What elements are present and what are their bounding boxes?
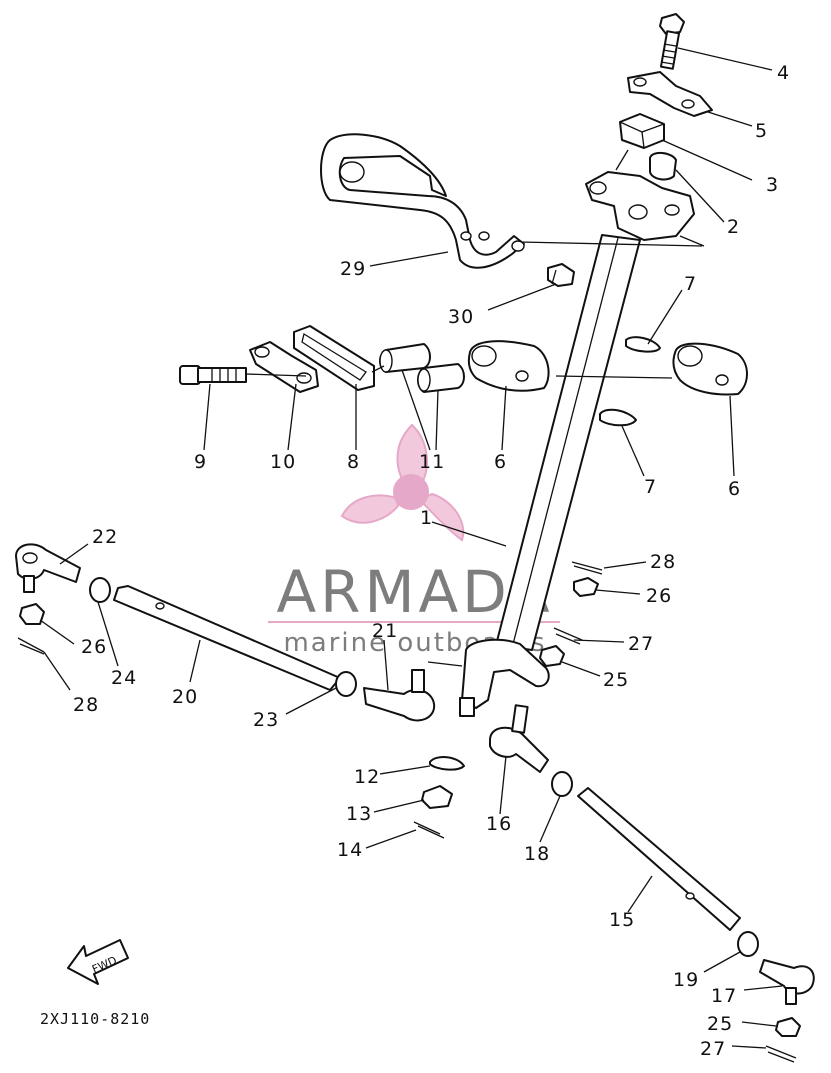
- label-28-right: 28: [650, 551, 676, 573]
- label-2: 2: [727, 216, 740, 238]
- handlebar-holder-assembly: [519, 13, 713, 247]
- upper-holder-3: [619, 113, 665, 149]
- label-14: 14: [337, 839, 363, 861]
- label-24: 24: [111, 667, 137, 689]
- label-21: 21: [372, 620, 398, 642]
- label-18: 18: [524, 843, 550, 865]
- cotter-pin-27-lower: [765, 1045, 797, 1063]
- label-11: 11: [419, 451, 445, 473]
- label-23: 23: [253, 709, 279, 731]
- collar-19: [737, 931, 759, 957]
- bushing-2: [649, 152, 677, 181]
- bolt-30: [547, 263, 575, 287]
- label-12: 12: [354, 766, 380, 788]
- label-1: 1: [420, 507, 433, 529]
- collar-23: [335, 671, 357, 697]
- nut-25-lower: [775, 1017, 801, 1037]
- washer-7-top: [625, 336, 661, 353]
- label-22: 22: [92, 526, 118, 548]
- label-9: 9: [194, 451, 207, 473]
- cotter-pin-28-left: [17, 637, 45, 655]
- label-28-left: 28: [73, 694, 99, 716]
- plate-8: [293, 325, 375, 391]
- nut-26-right: [573, 577, 599, 597]
- nut-13: [421, 785, 453, 809]
- pitman-arm: [461, 638, 550, 709]
- steering-shaft: [495, 234, 641, 651]
- label-13: 13: [346, 803, 372, 825]
- label-27-upper: 27: [628, 633, 654, 655]
- drawing-code: 2XJ110-8210: [40, 1010, 150, 1028]
- collar-18: [551, 771, 573, 797]
- label-7-bottom: 7: [644, 476, 657, 498]
- label-20: 20: [172, 686, 198, 708]
- label-19: 19: [673, 969, 699, 991]
- bolt-4: [659, 13, 685, 70]
- leader-lines: [39, 47, 783, 1049]
- label-25-lower: 25: [707, 1013, 733, 1035]
- collars-11: [379, 343, 465, 393]
- washer-7-bottom: [599, 408, 637, 427]
- bolt-9: [179, 365, 247, 385]
- label-10: 10: [270, 451, 296, 473]
- label-15: 15: [609, 909, 635, 931]
- label-26-right: 26: [646, 585, 672, 607]
- label-5: 5: [755, 120, 768, 142]
- washer-12: [429, 756, 465, 771]
- middle-bracket-row: [179, 325, 748, 427]
- label-17: 17: [711, 985, 737, 1007]
- label-26-left: 26: [81, 636, 107, 658]
- handlebar-bracket-29: [320, 133, 525, 269]
- label-6-right: 6: [728, 478, 741, 500]
- label-7-top: 7: [684, 273, 697, 295]
- nut-26-left: [19, 603, 45, 625]
- part-labels: 4 5 3 2 29 30 7 9 10 8 11 6 7 6 1 22 28 …: [73, 62, 790, 1060]
- label-8: 8: [347, 451, 360, 473]
- label-3: 3: [766, 174, 779, 196]
- label-30: 30: [448, 306, 474, 328]
- fwd-arrow: FWD: [67, 939, 129, 985]
- collar-24: [89, 577, 111, 603]
- label-25-upper: 25: [603, 669, 629, 691]
- small-parts: [413, 561, 603, 839]
- label-29: 29: [340, 258, 366, 280]
- tie-rod-end-16: [489, 726, 549, 773]
- cotter-pin-27-upper: [553, 627, 583, 645]
- label-16: 16: [486, 813, 512, 835]
- tie-rod-15: [577, 787, 741, 931]
- nut-25-upper: [539, 645, 565, 667]
- cotter-pin-28-right: [571, 561, 603, 575]
- propeller-logo: [340, 423, 465, 542]
- label-4: 4: [777, 62, 790, 84]
- right-tie-rod: [489, 704, 815, 1063]
- label-27-lower: 27: [700, 1038, 726, 1060]
- cotter-pin-14: [413, 821, 445, 839]
- center-joints: [335, 638, 550, 722]
- label-6-left: 6: [494, 451, 507, 473]
